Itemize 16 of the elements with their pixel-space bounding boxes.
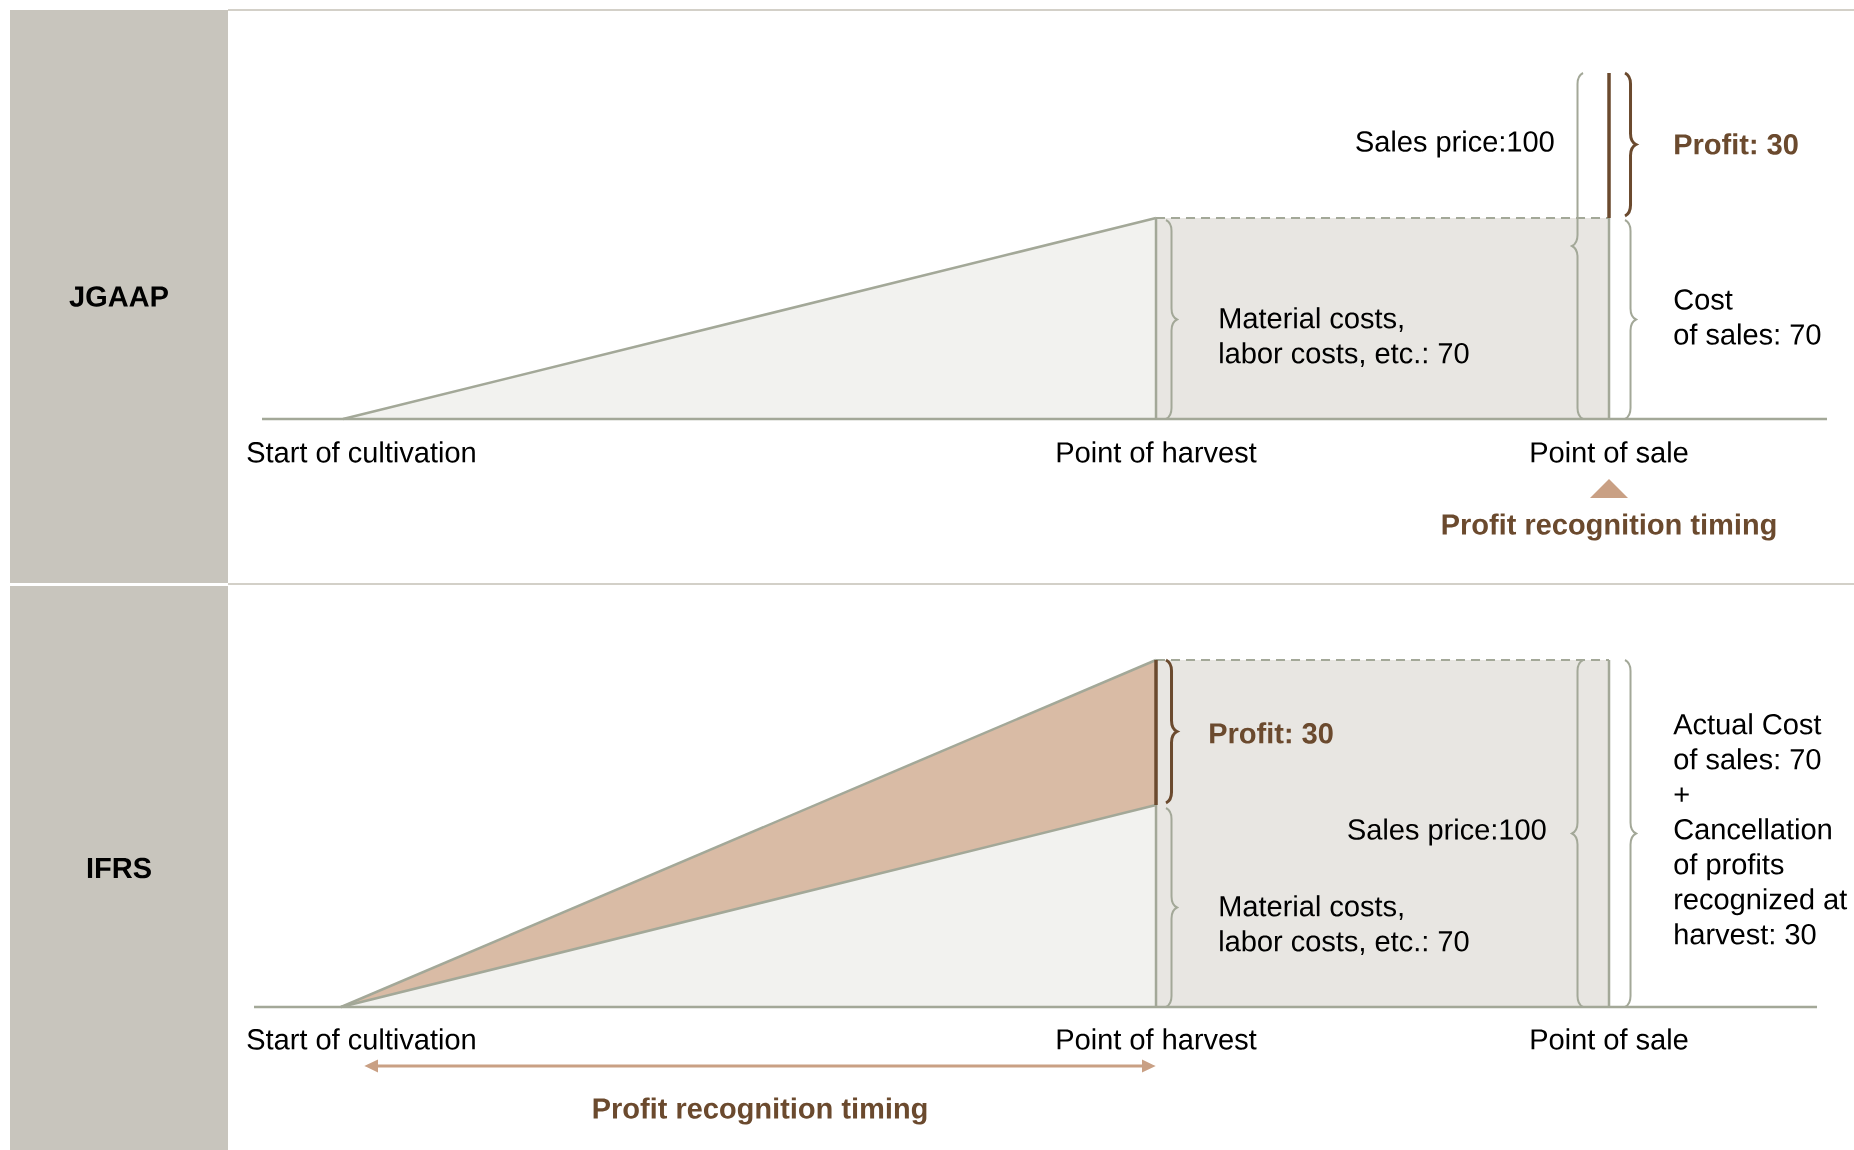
profit-label: Profit: 30 [1675, 133, 1798, 155]
axis-label: Point of sale [1531, 441, 1688, 463]
row-header: JGAAP [10, 10, 228, 583]
timing-label: Profit recognition timing [593, 1097, 927, 1125]
value-label: Cost of sales: 70 [1674, 289, 1821, 345]
value-label: Material costs, labor costs, etc.: 70 [1220, 895, 1469, 955]
profit-label: Profit: 30 [1210, 722, 1333, 744]
axis-label: Point of sale [1531, 1028, 1688, 1050]
timing-label: Profit recognition timing [1442, 513, 1776, 541]
value-label: Sales price:100 [1348, 818, 1546, 846]
axis-label: Point of harvest [1057, 1028, 1257, 1050]
value-label: Material costs, labor costs, etc.: 70 [1220, 307, 1469, 367]
value-label: Actual Cost of sales: 70 + Cancellation of profits recognized at harvest: 30 [1673, 713, 1848, 945]
axis-label: Point of harvest [1057, 441, 1257, 463]
row-header: IFRS [10, 586, 228, 1150]
value-label: Sales price:100 [1356, 130, 1554, 158]
